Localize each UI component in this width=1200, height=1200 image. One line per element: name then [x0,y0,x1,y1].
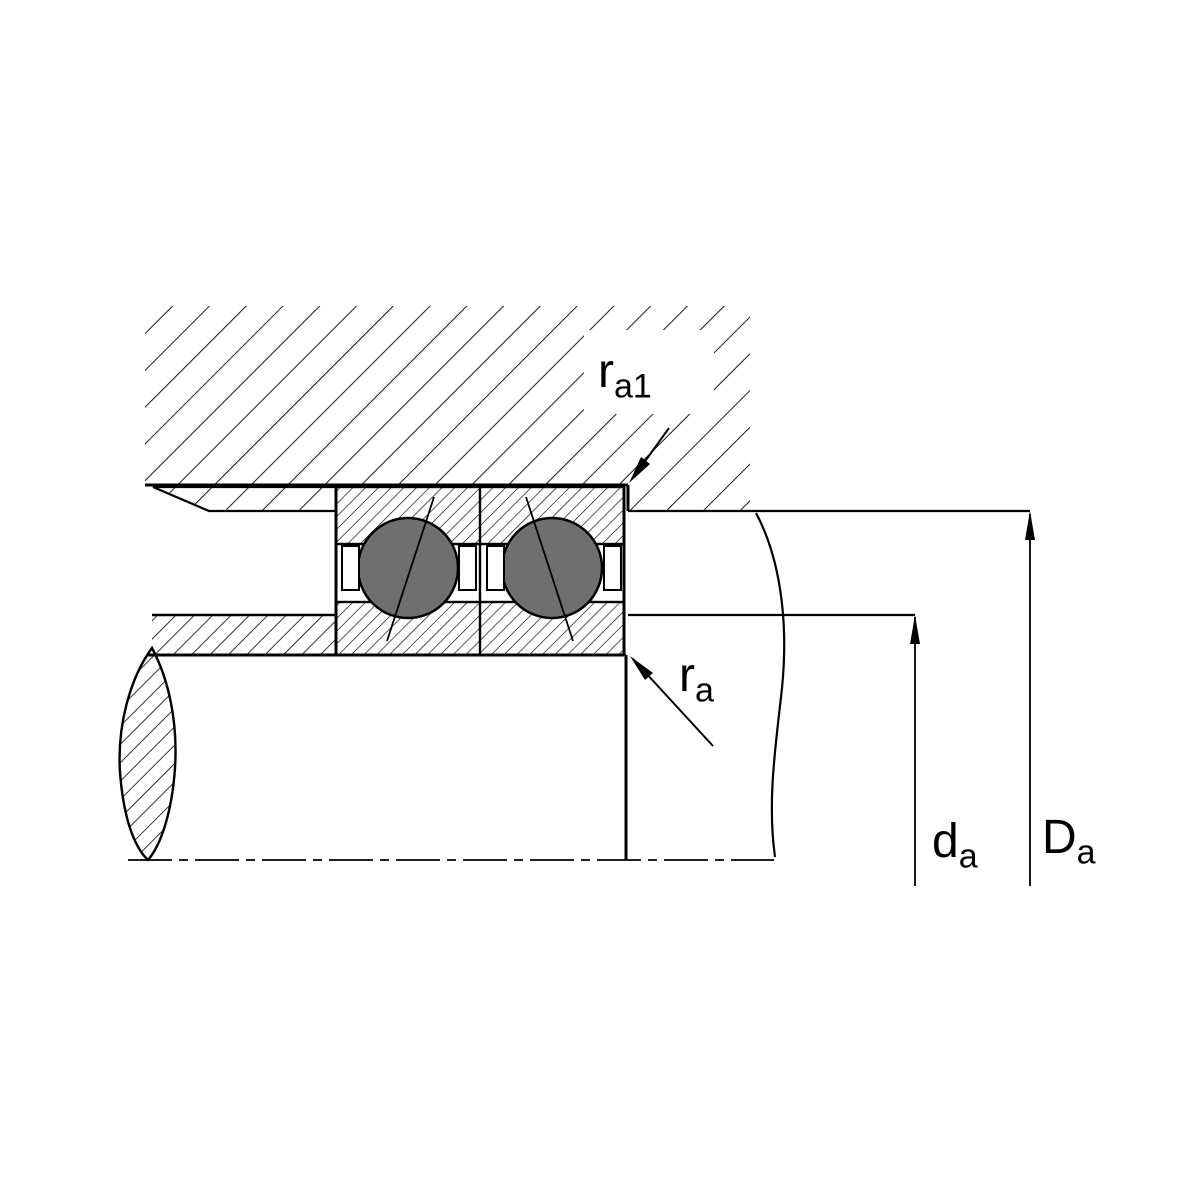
bearing-ball-right [500,516,604,620]
ra-label-main: r [679,649,695,702]
cage-segment [486,545,505,591]
label-clearing-area [584,330,714,414]
da-arrowhead [910,615,920,644]
cage-segment [341,545,360,591]
contact-angle-line-right [525,496,574,642]
Da-arrowhead [1025,511,1035,540]
housing-abutment-spacer-section [152,485,338,513]
shaft-shoulder-section-left [152,615,336,655]
da-label-main: d [932,815,959,868]
ra1-label-main: r [598,345,614,398]
ra-label-sub: a [694,671,714,710]
shaft-break-section [118,645,177,862]
da-label-sub: a [958,837,978,876]
cage-segment [603,545,622,591]
bearing-ball-left [356,516,460,620]
ra-arrowhead [630,656,653,680]
da-label: da [932,818,978,874]
ra1-arrowhead [629,457,650,483]
ra1-label-sub: a1 [613,367,652,406]
break-line-right [755,512,786,858]
Da-label: Da [1042,814,1096,870]
ra1-label: ra1 [598,348,652,404]
cage-segment [458,545,477,591]
Da-label-sub: a [1076,833,1096,872]
contact-angle-line-left [386,496,435,642]
Da-label-main: D [1042,811,1077,864]
ra-label: ra [679,652,714,708]
